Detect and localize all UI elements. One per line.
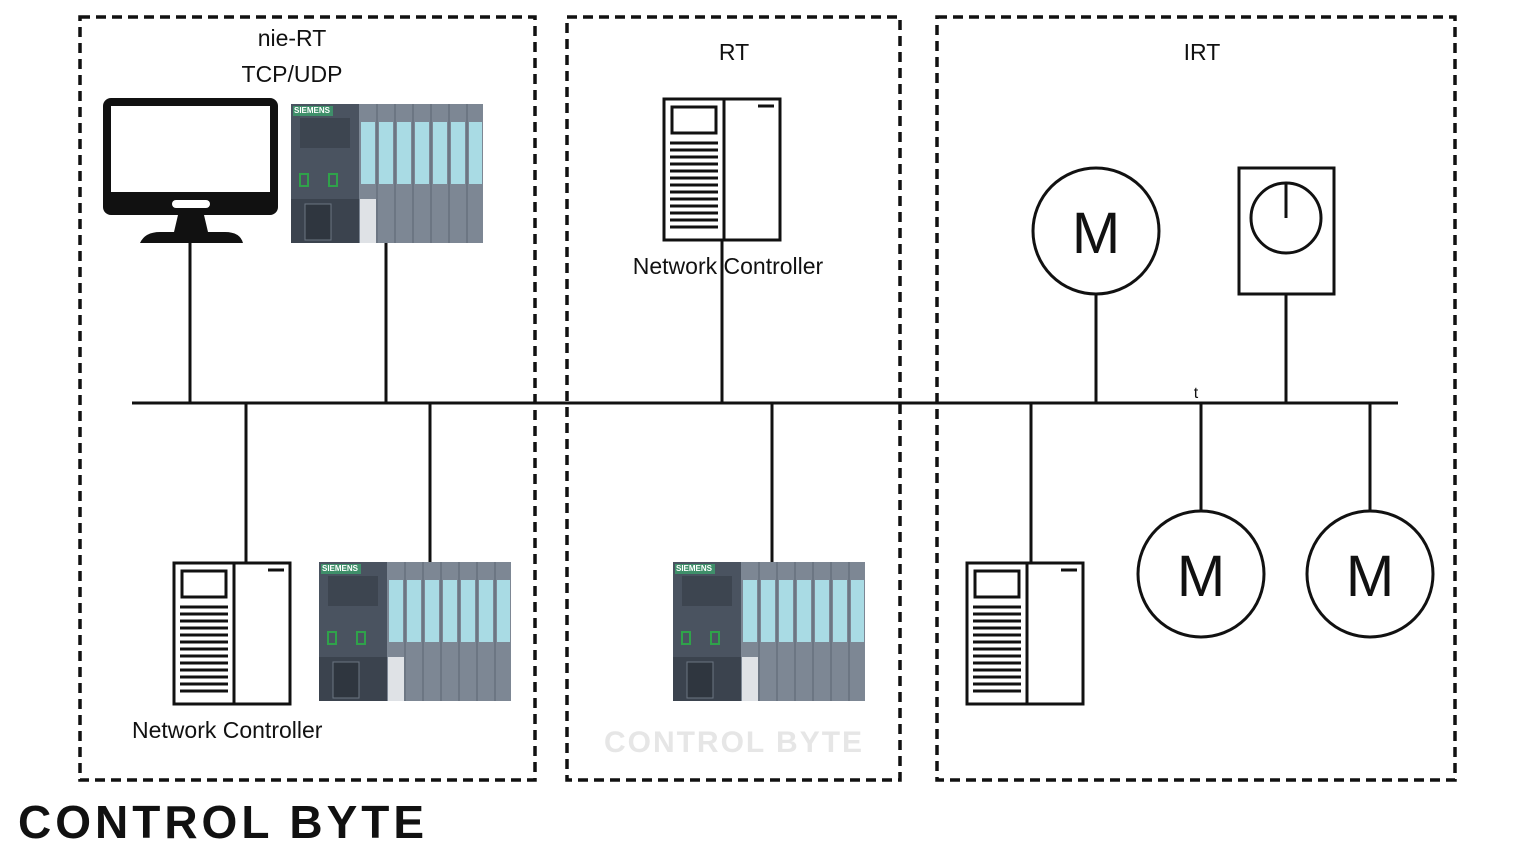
zone-title-irt: IRT [1184,39,1221,65]
network-controller-label: Network Controller [633,253,824,279]
network-controller-icon [965,561,1085,706]
network-controller-label: Network Controller [132,717,323,743]
pc-monitor-icon [103,98,278,243]
motor-icon: M [1136,509,1266,639]
plc-icon [318,561,512,702]
plc-icon [290,103,484,244]
zone-title-nie-rt: nie-RT [258,25,327,51]
watermark-logo: CONTROL BYTE [604,726,864,759]
plc-icon [672,561,866,702]
zone-title-rt: RT [719,39,749,65]
motor-icon: M [1305,509,1435,639]
zone-rt [565,15,902,782]
zone-nie-rt [78,15,537,782]
svg-text:M: M [1346,544,1394,609]
plc-brand-label: SIEMENS [294,106,331,115]
stray-mark: t [1194,385,1199,402]
plc-brand-label: SIEMENS [676,564,713,573]
svg-text:M: M [1177,544,1225,609]
plc-brand-label: SIEMENS [322,564,359,573]
svg-text:M: M [1072,201,1120,266]
bus-wiring [132,240,1398,563]
motor-icon: M [1031,166,1161,296]
sensor-power-icon [1237,166,1336,296]
network-controller-icon [662,97,782,242]
network-controller-icon [172,561,292,706]
zone-irt [935,15,1457,782]
control-byte-logo: CONTROL BYTE [18,796,428,848]
zone-subtitle-tcp-udp: TCP/UDP [242,61,343,87]
